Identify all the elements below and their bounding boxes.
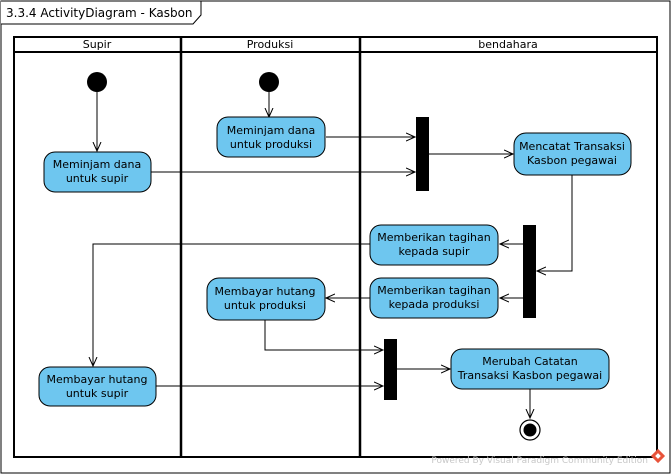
flow-catat-fork [537, 175, 573, 271]
action-bayar-produksi-line2: untuk produksi [224, 299, 306, 312]
action-tagih-produksi-line1: Memberikan tagihan [377, 284, 490, 297]
flow-tagih-supir-bayar [93, 243, 370, 366]
swimlanes: Supir Produksi bendahara [13, 36, 658, 458]
action-pinjam-supir: Meminjam dana untuk supir [43, 151, 152, 193]
action-pinjam-produksi-line2: untuk produksi [230, 138, 312, 151]
action-bayar-supir: Membayar hutang untuk supir [38, 366, 157, 407]
action-pinjam-supir-line2: untuk supir [66, 172, 129, 185]
frame-title-tab [1, 0, 202, 25]
action-bayar-supir-line2: untuk supir [66, 387, 129, 400]
join-bar-bayar [384, 339, 397, 400]
action-tagih-supir-line1: Memberikan tagihan [377, 231, 490, 244]
lane-label-produksi: Produksi [247, 38, 294, 51]
action-tagih-produksi: Memberikan tagihan kepada produksi [369, 277, 499, 319]
action-ubah-line2: Transaksi Kasbon pegawai [457, 369, 602, 382]
flow-bayar-produksi-join [264, 320, 383, 350]
lane-label-bendahara: bendahara [478, 38, 537, 51]
action-pinjam-supir-line1: Meminjam dana [53, 158, 141, 171]
action-pinjam-produksi-line1: Meminjam dana [227, 124, 315, 137]
action-catat-line1: Mencatat Transaksi [519, 140, 625, 153]
action-pinjam-produksi: Meminjam dana untuk produksi [216, 116, 326, 158]
watermark-text: Powered By Visual Paradigm Community Edi… [431, 456, 648, 466]
action-bayar-produksi: Membayar hutang untuk produksi [206, 277, 326, 321]
action-ubah-line1: Merubah Catatan [482, 355, 577, 368]
visual-paradigm-logo-icon [650, 448, 666, 464]
frame-title: 3.3.4 ActivityDiagram - Kasbon [6, 6, 193, 20]
action-ubah-catatan: Merubah Catatan Transaksi Kasbon pegawai [450, 348, 610, 390]
initial-node-produksi [259, 72, 279, 92]
final-node [519, 419, 541, 441]
action-tagih-supir: Memberikan tagihan kepada supir [369, 224, 499, 266]
initial-node-supir [87, 72, 107, 92]
control-flows [93, 92, 573, 418]
action-tagih-supir-line2: kepada supir [399, 245, 470, 258]
action-catat-transaksi: Mencatat Transaksi Kasbon pegawai [513, 132, 632, 176]
fork-bar-tagihan [523, 225, 536, 318]
action-bayar-produksi-line1: Membayar hutang [215, 285, 316, 298]
action-tagih-produksi-line2: kepada produksi [389, 298, 480, 311]
action-catat-line2: Kasbon pegawai [527, 154, 617, 167]
lane-label-supir: Supir [83, 38, 112, 51]
action-bayar-supir-line1: Membayar hutang [47, 373, 148, 386]
join-bar-pinjam [416, 117, 429, 191]
